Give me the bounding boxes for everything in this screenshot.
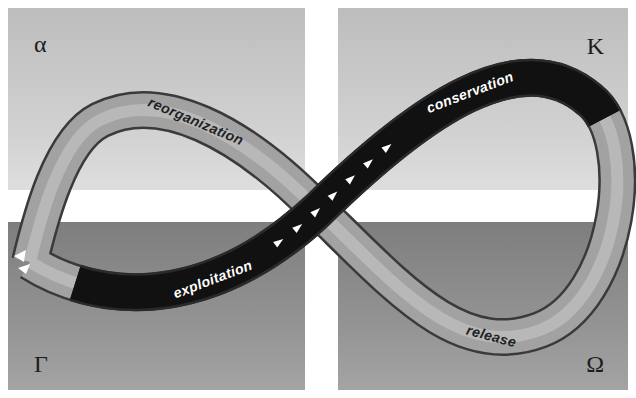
flow-arrows [273,141,394,247]
flow-arrow [363,157,375,169]
ribbon-band [30,78,617,337]
exit-arrow [14,250,26,262]
flow-arrow [310,206,322,218]
phase-symbol: K [587,34,604,58]
flow-arrow [328,189,340,201]
ribbon-front-outline [30,78,617,337]
ribbon-front-band [30,78,617,337]
flow-arrow [273,236,285,248]
flow-arrow [292,221,304,233]
phase-symbol: α [34,32,47,56]
exit-arrow [18,264,30,274]
flow-arrow [381,141,393,153]
ribbon-highlight [30,78,617,337]
phase-symbol: Ω [586,352,604,376]
flow-arrow [345,173,357,185]
exit-arrows [14,250,30,274]
phase-symbol: Γ [34,352,48,376]
ribbon-outline [30,78,617,337]
